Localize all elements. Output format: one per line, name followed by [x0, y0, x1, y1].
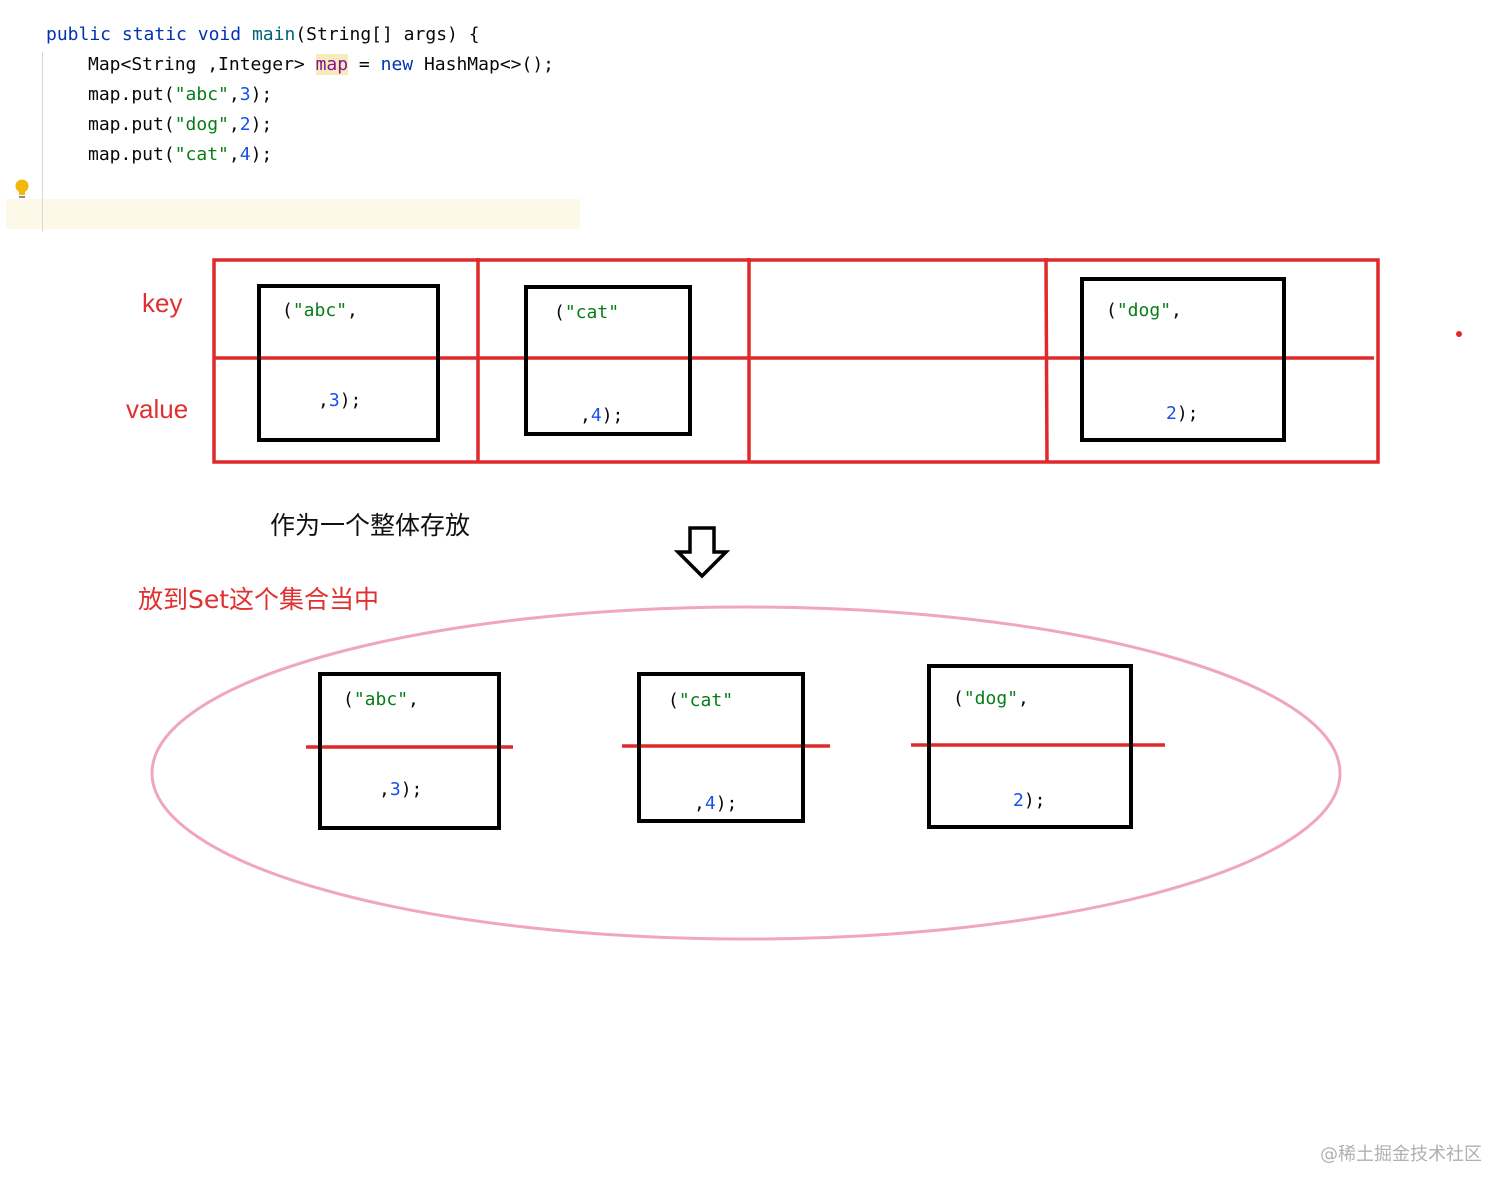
- watermark: @稀土掘金技术社区: [1320, 1144, 1482, 1165]
- current-line-highlight: [6, 199, 580, 229]
- hashmap-ctor: HashMap<>();: [413, 54, 555, 75]
- set-entry-box-dog: [927, 664, 1133, 829]
- code-line-map-decl: Map<String ,Integer> map = new HashMap<>…: [88, 54, 554, 75]
- set-entry-key: ("dog",: [953, 688, 1029, 709]
- code-line-put-dog: map.put("dog",2);: [88, 114, 272, 135]
- put-comma: ,: [228, 84, 240, 105]
- put-end: );: [250, 84, 273, 105]
- put-key: "cat": [174, 144, 229, 165]
- put-comma: ,: [228, 114, 240, 135]
- put-end: );: [250, 114, 273, 135]
- map-type: Map<String ,Integer>: [88, 54, 316, 75]
- set-entry-value: ,4);: [694, 793, 738, 814]
- put-value: 4: [239, 144, 251, 165]
- set-entry-box-cat: [637, 672, 805, 823]
- put-call: map.put(: [88, 144, 175, 165]
- method-name: main: [251, 24, 296, 45]
- code-line-main: public static void main(String[] args) {: [46, 24, 480, 45]
- put-end: );: [250, 144, 273, 165]
- keyword-public: public: [46, 24, 112, 45]
- set-entry-key: ("cat": [668, 690, 734, 711]
- code-line-put-cat: map.put("cat",4);: [88, 144, 272, 165]
- put-value: 3: [239, 84, 251, 105]
- arrow-down-icon: [673, 526, 731, 579]
- code-line-put-abc: map.put("abc",3);: [88, 84, 272, 105]
- entry-value: ,3);: [318, 390, 362, 411]
- entry-key: ("abc",: [282, 300, 358, 321]
- put-call: map.put(: [88, 84, 175, 105]
- put-key: "dog": [174, 114, 229, 135]
- assign-op: =: [348, 54, 381, 75]
- set-entry-box-abc: [318, 672, 501, 830]
- row-label-value: value: [126, 394, 189, 424]
- put-key: "abc": [174, 84, 229, 105]
- entry-value: 2);: [1166, 403, 1199, 424]
- lightbulb-icon[interactable]: [14, 178, 30, 202]
- map-variable[interactable]: map: [315, 54, 349, 75]
- set-entry-value: 2);: [1013, 790, 1046, 811]
- set-entry-value: ,3);: [379, 779, 423, 800]
- keyword-void: void: [197, 24, 242, 45]
- gutter-divider: [42, 52, 43, 232]
- set-entry-key: ("abc",: [343, 689, 419, 710]
- entry-box-cat: [524, 285, 692, 436]
- caption-store-as-whole: 作为一个整体存放: [270, 511, 471, 540]
- method-params: (String[] args) {: [295, 24, 480, 45]
- entry-key: ("cat": [554, 302, 620, 323]
- stray-dot: [1456, 331, 1462, 337]
- entry-box-abc: [257, 284, 440, 442]
- caption-put-into-set: 放到Set这个集合当中: [138, 585, 380, 614]
- put-call: map.put(: [88, 114, 175, 135]
- code-editor: public static void main(String[] args) {…: [0, 0, 600, 235]
- put-value: 2: [239, 114, 251, 135]
- keyword-new: new: [380, 54, 414, 75]
- entry-key: ("dog",: [1106, 300, 1182, 321]
- entry-value: ,4);: [580, 405, 624, 426]
- entry-box-dog: [1080, 277, 1286, 442]
- table-col-divider-3: [1044, 257, 1049, 463]
- put-comma: ,: [228, 144, 240, 165]
- row-label-key: key: [142, 288, 183, 318]
- keyword-static: static: [121, 24, 187, 45]
